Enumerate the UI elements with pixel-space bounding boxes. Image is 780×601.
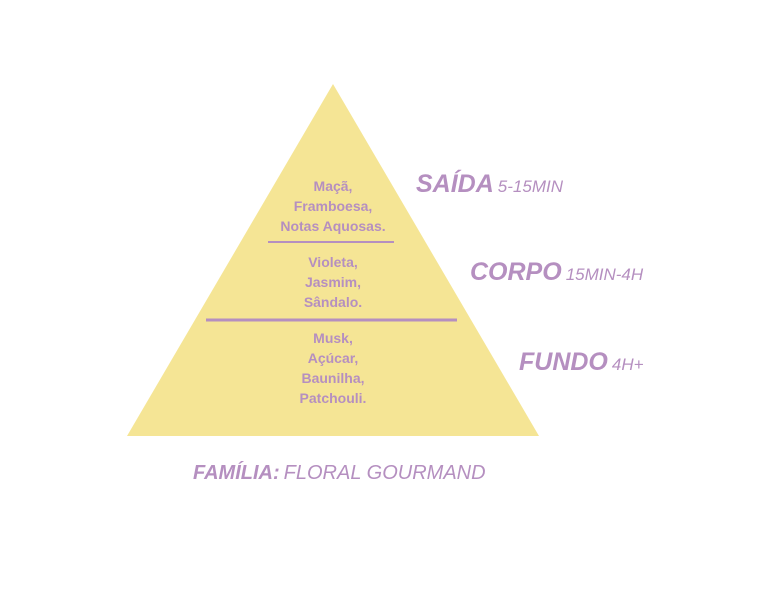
stage-name: FUNDO [519, 348, 608, 376]
stage-duration: 15MIN-4H [565, 265, 644, 284]
top-notes: Maçã, Framboesa, Notas Aquosas. [233, 176, 433, 236]
top-note: Maçã, [313, 178, 353, 194]
base-note: Açúcar, [307, 350, 359, 366]
top-note: Framboesa, [293, 198, 373, 214]
middle-note: Sândalo. [303, 294, 363, 310]
stage-name: CORPO [470, 258, 562, 286]
base-note: Musk, [313, 330, 353, 346]
stage-name: SAÍDA [416, 170, 494, 198]
pyramid-triangle [127, 84, 539, 436]
family-value: FLORAL GOURMAND [283, 462, 486, 484]
base-note: Patchouli. [299, 390, 367, 406]
base-note: Baunilha, [301, 370, 365, 386]
stage-duration: 4H+ [611, 355, 644, 374]
middle-note: Jasmim, [304, 274, 362, 290]
fragrance-family: FAMÍLIA:FLORAL GOURMAND [193, 462, 486, 485]
base-notes: Musk, Açúcar, Baunilha, Patchouli. [233, 328, 433, 408]
middle-notes: Violeta, Jasmim, Sândalo. [233, 252, 433, 312]
top-note: Notas Aquosas. [280, 218, 386, 234]
family-label: FAMÍLIA: [193, 462, 280, 484]
middle-note: Violeta, [308, 254, 358, 270]
stage-duration: 5-15MIN [497, 177, 563, 196]
